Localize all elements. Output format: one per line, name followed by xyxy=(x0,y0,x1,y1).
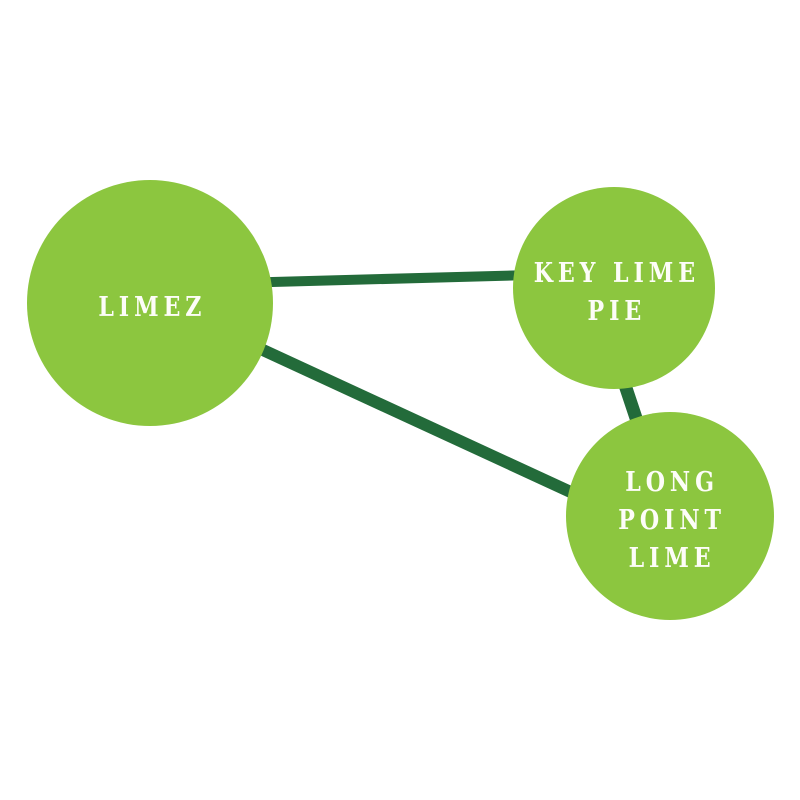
node-label-line: KEY LIME xyxy=(533,258,700,289)
node-label: LONG POINT LIME xyxy=(619,464,722,578)
node-limez[interactable]: LIMEZ xyxy=(27,180,273,426)
node-label-line: LIMEZ xyxy=(98,292,207,323)
node-label: LIMEZ xyxy=(98,289,201,327)
node-label-line: PIE xyxy=(587,296,646,327)
node-label-line: LIME xyxy=(628,543,716,574)
node-long-point-lime[interactable]: LONG POINT LIME xyxy=(566,412,774,620)
node-label-line: POINT xyxy=(618,505,727,536)
node-key-lime-pie[interactable]: KEY LIME PIE xyxy=(513,187,715,389)
edge-limez-long-point-lime xyxy=(197,315,643,530)
node-label: KEY LIME PIE xyxy=(533,255,694,331)
node-label-line: LONG xyxy=(625,467,720,498)
